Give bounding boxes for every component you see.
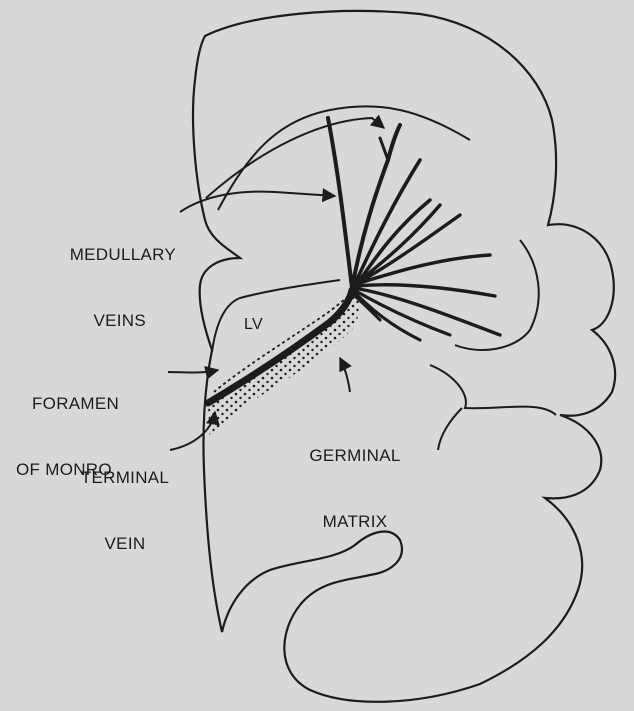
germinal-matrix-label-line1: GERMINAL bbox=[290, 445, 420, 467]
germinal-matrix-leader bbox=[340, 358, 350, 392]
lateral-ventricle-label: LV bbox=[244, 314, 263, 336]
gyral-fold-bottom bbox=[438, 408, 462, 450]
terminal-vein-label: TERMINAL VEIN bbox=[60, 423, 190, 599]
foramen-of-monro-label-line1: FORAMEN bbox=[16, 393, 119, 415]
germinal-matrix-label-line2: MATRIX bbox=[290, 511, 420, 533]
gyral-fold-lower bbox=[430, 365, 556, 415]
medullary-veins-label-line2: VEINS bbox=[8, 310, 176, 332]
terminal-vein-label-line2: VEIN bbox=[60, 533, 190, 555]
terminal-vein-label-line1: TERMINAL bbox=[60, 467, 190, 489]
brain-outline bbox=[193, 11, 615, 702]
medullary-veins-label-line1: MEDULLARY bbox=[8, 244, 176, 266]
germinal-matrix-label: GERMINAL MATRIX bbox=[290, 401, 420, 577]
